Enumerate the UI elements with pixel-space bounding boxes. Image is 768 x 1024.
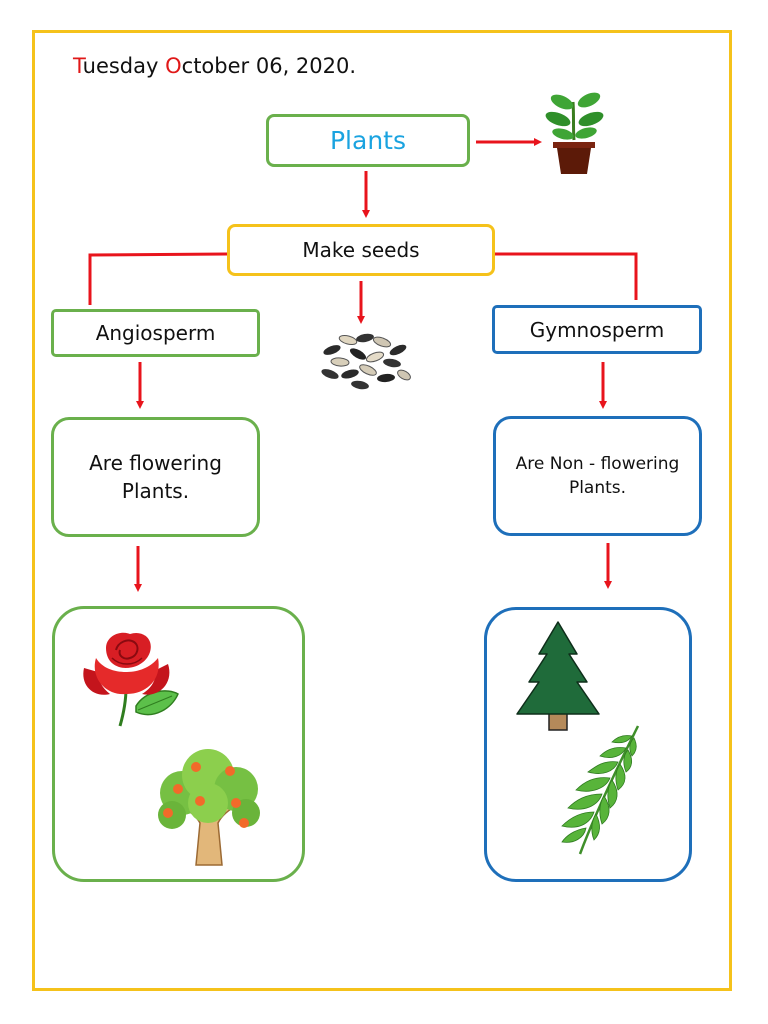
date-accent-o: O xyxy=(165,54,182,78)
node-make-seeds-label: Make seeds xyxy=(302,238,420,262)
node-plants: Plants xyxy=(266,114,470,167)
pine-tree-icon xyxy=(516,621,600,731)
node-plants-label: Plants xyxy=(329,126,406,155)
node-gymnosperm-label: Gymnosperm xyxy=(529,317,665,342)
rose-icon xyxy=(83,632,179,727)
seeds-icon xyxy=(321,333,411,390)
node-nonflowering-desc: Are Non - flowering Plants. xyxy=(493,416,702,536)
date-weekday: uesday xyxy=(82,54,166,78)
node-flowering-examples xyxy=(52,606,305,882)
node-angiosperm: Angiosperm xyxy=(51,309,260,357)
date-accent-t: T xyxy=(73,54,83,78)
page-frame xyxy=(32,30,732,991)
connector-seeds-to-gymno xyxy=(495,252,638,300)
node-flowering-desc-label: Are flowering Plants. xyxy=(89,451,222,503)
potted-plant-icon xyxy=(545,92,604,174)
node-gymnosperm: Gymnosperm xyxy=(492,305,702,354)
apple-tree-icon xyxy=(158,749,260,866)
fern-icon xyxy=(561,725,640,855)
node-nonflowering-desc-label: Are Non - flowering Plants. xyxy=(515,454,680,498)
node-flowering-desc: Are flowering Plants. xyxy=(51,417,260,537)
date-rest: ctober 06, 2020. xyxy=(181,54,357,78)
node-angiosperm-label: Angiosperm xyxy=(95,321,216,345)
node-make-seeds: Make seeds xyxy=(227,224,495,276)
date-heading: Tuesday October 06, 2020. xyxy=(73,54,356,78)
connector-seeds-to-angio xyxy=(88,252,228,305)
